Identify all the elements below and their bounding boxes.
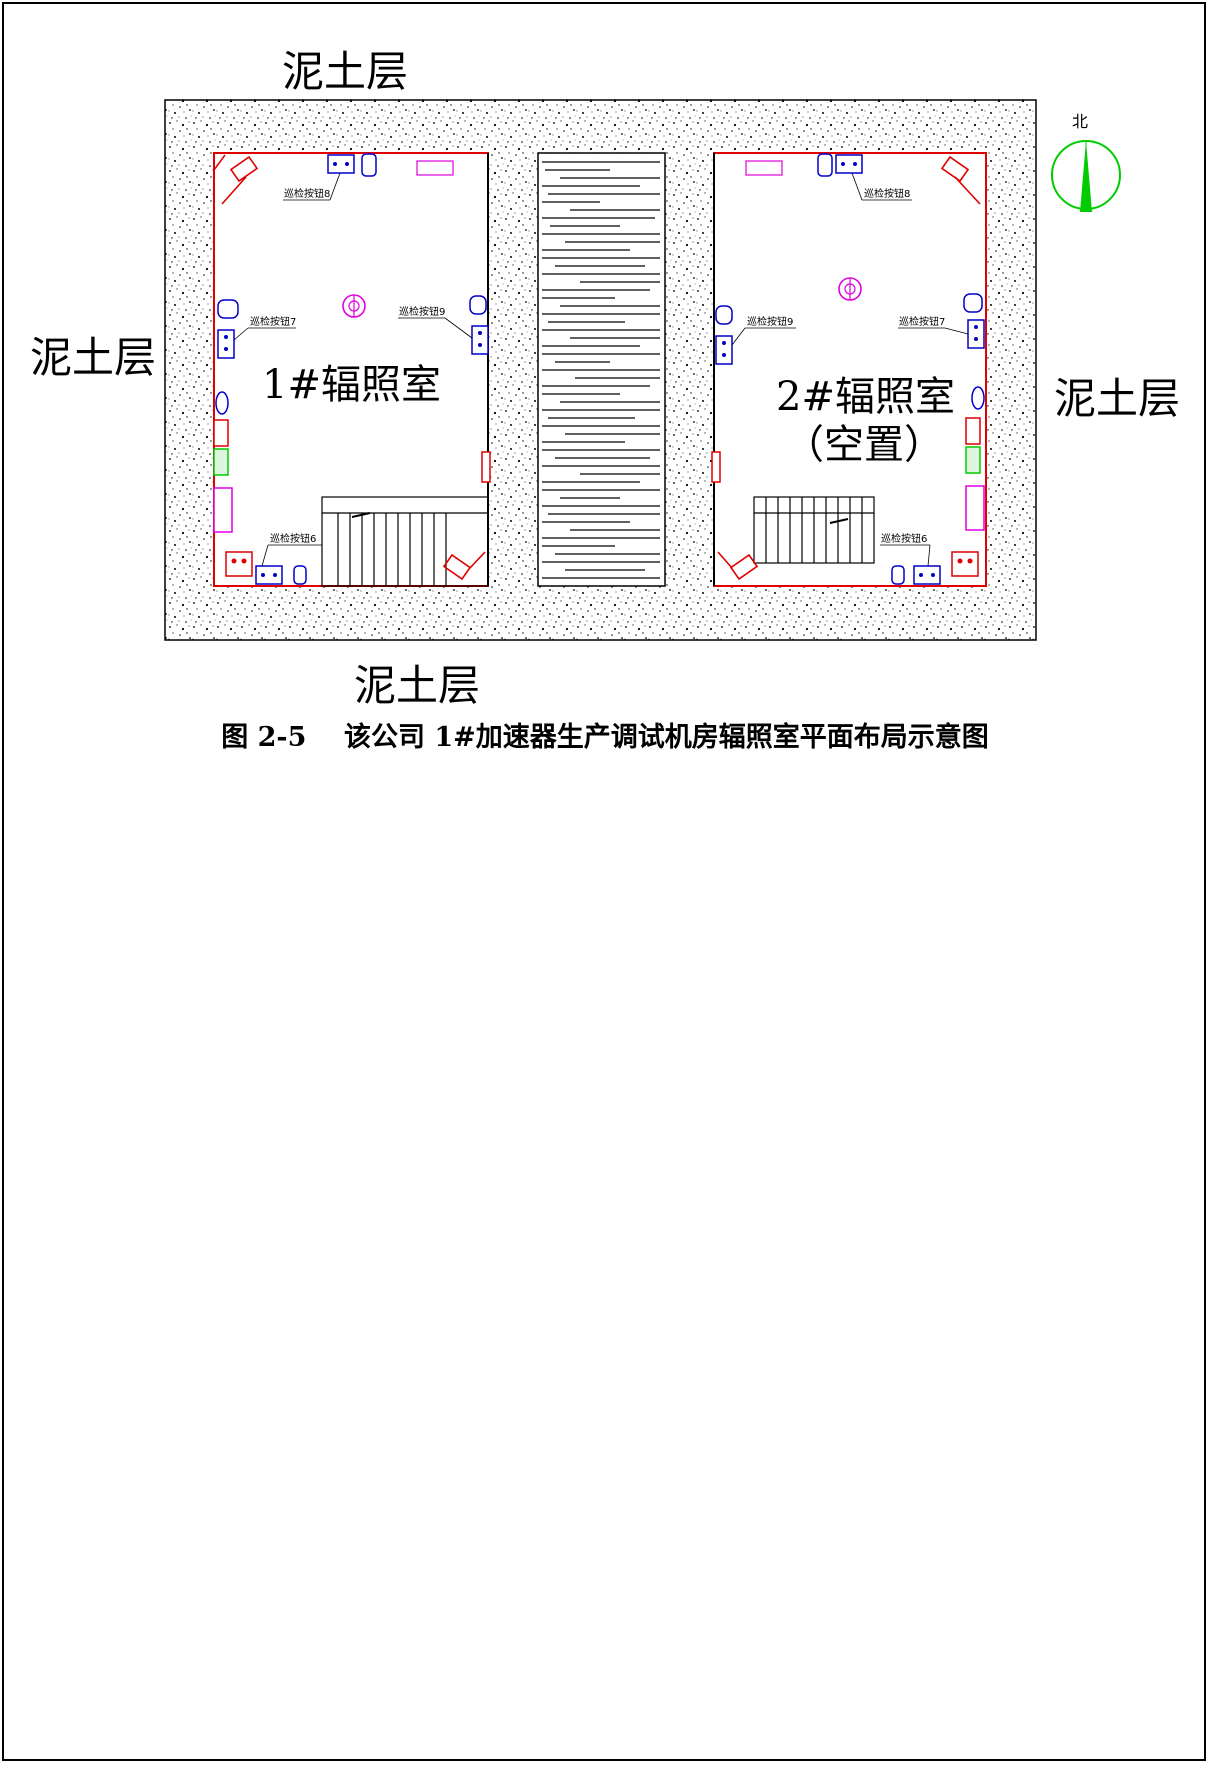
sounder-icon: [217, 299, 239, 319]
sign-icon: [745, 160, 783, 176]
camera-icon: [442, 551, 486, 581]
room1-equipment: [213, 153, 491, 585]
door-switch-icon: [481, 451, 491, 483]
patrol-labels: 巡检按钮8 巡检按钮9 巡检按钮7 巡检按钮6 巡检按钮8 巡检按钮9 巡检按钮…: [233, 172, 969, 567]
camera-icon: [717, 551, 759, 581]
patrol-label-7: 巡检按钮7: [899, 315, 945, 328]
camera-icon: [221, 155, 259, 205]
soil-label-left: 泥土层: [30, 333, 157, 382]
green-light-icon: [965, 446, 981, 474]
north-arrow-icon: [1051, 140, 1121, 212]
sounder-icon: [361, 153, 377, 177]
patrol-label-7: 巡检按钮7: [250, 315, 296, 328]
sign-icon: [416, 160, 454, 176]
patrol-label-8: 巡检按钮8: [864, 187, 910, 200]
patrol-button-icon: [913, 565, 941, 585]
room1-name: 1#辐照室: [262, 362, 441, 408]
core-hatching: [542, 161, 660, 579]
sounder-icon: [293, 565, 307, 585]
door-switch-icon: [711, 451, 721, 483]
patrol-label-6: 巡检按钮6: [270, 532, 316, 545]
soil-label-right: 泥土层: [1054, 374, 1181, 423]
lamp-icon: [971, 386, 985, 410]
sounder-icon: [963, 293, 983, 313]
warning-light-icon: [965, 417, 981, 445]
patrol-label-8: 巡检按钮8: [284, 187, 330, 200]
room2-name: 2#辐照室: [776, 374, 955, 420]
north-label: 北: [1072, 112, 1089, 131]
sign-icon: [213, 487, 233, 533]
patrol-label-9: 巡检按钮9: [747, 315, 793, 328]
sounder-icon: [817, 153, 833, 177]
room2-stairs: [753, 496, 875, 564]
patrol-button-icon: [715, 335, 733, 365]
sign-icon: [965, 485, 985, 531]
lamp-icon: [215, 391, 229, 415]
soil-label-bottom: 泥土层: [354, 661, 481, 710]
sounder-icon: [469, 295, 487, 315]
camera-icon: [940, 155, 981, 205]
soil-label-top: 泥土层: [282, 47, 409, 96]
patrol-button-icon: [217, 329, 235, 359]
figure-caption: 图 2-5 该公司 1#加速器生产调试机房辐照室平面布局示意图: [221, 722, 989, 753]
patrol-button-icon: [327, 154, 355, 174]
patrol-button-icon: [835, 154, 863, 174]
interlock-icon: [951, 551, 979, 577]
room2-note: （空置）: [784, 422, 944, 468]
sounder-icon: [891, 565, 905, 585]
patrol-button-icon: [967, 319, 985, 349]
patrol-button-icon: [471, 325, 489, 355]
patrol-label-9: 巡检按钮9: [399, 305, 445, 318]
sounder-icon: [715, 305, 733, 325]
warning-light-icon: [213, 419, 229, 447]
room1-stairs: [321, 496, 489, 587]
green-light-icon: [213, 448, 229, 476]
floor-plan: 巡检按钮8 巡检按钮9 巡检按钮7 巡检按钮6 巡检按钮8 巡检按钮9 巡检按钮…: [164, 99, 1121, 641]
patrol-button-icon: [255, 565, 283, 585]
interlock-icon: [225, 551, 253, 577]
patrol-label-6: 巡检按钮6: [881, 532, 927, 545]
